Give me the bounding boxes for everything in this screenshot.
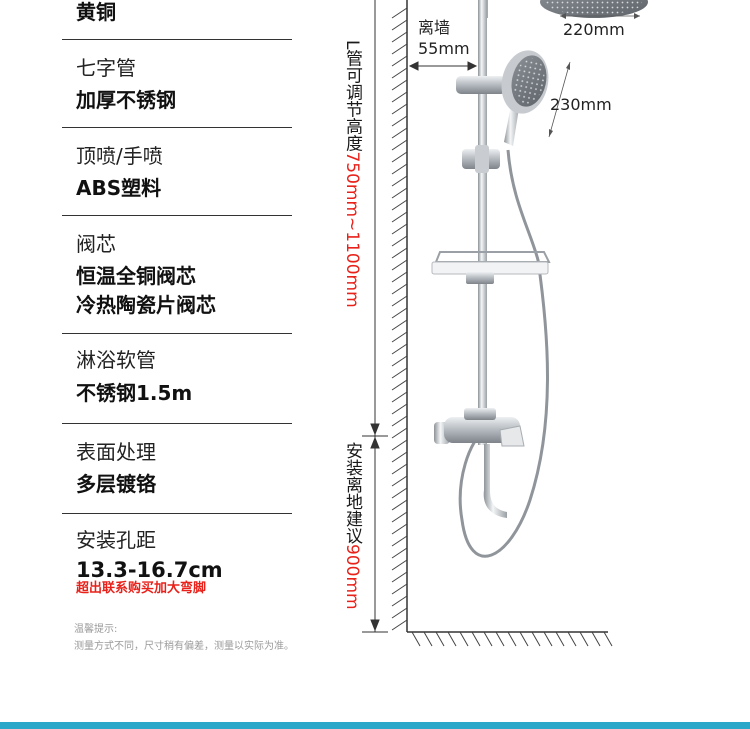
spec-seven-pipe: 七字管 加厚不锈钢	[62, 40, 292, 128]
l-pipe-height-range: 750mm~1100mm	[342, 151, 362, 308]
spec-label: 七字管	[76, 56, 136, 80]
l-pipe-height-text: L管可调节高度	[342, 40, 362, 152]
shower-hose	[458, 149, 549, 558]
tip-text: 测量方式不同，尺寸稍有偏差，测量以实际为准。	[74, 641, 294, 652]
riser-pipe	[478, 0, 487, 445]
spec-value: 冷热陶瓷片阀芯	[76, 293, 216, 317]
floor	[407, 631, 613, 647]
spec-value: 多层镀铬	[76, 472, 156, 496]
spec-label: 阀芯	[76, 232, 116, 256]
install-height-label: 安装离地建议900mm	[342, 442, 362, 610]
hand-shower-size: 230mm	[550, 95, 612, 114]
mixer-valve	[434, 408, 525, 518]
install-height-value: 900mm	[342, 544, 362, 610]
top-shower-head	[481, 0, 648, 19]
spec-value: 不锈钢1.5m	[76, 381, 193, 405]
spec-label: 淋浴软管	[76, 348, 156, 372]
spec-value: ABS塑料	[76, 176, 162, 200]
spec-label: 安装孔距	[76, 528, 156, 552]
spec-label: 顶喷/手喷	[76, 144, 163, 168]
spec-value: 恒温全铜阀芯	[76, 264, 196, 288]
spec-material: 黄铜	[62, 0, 292, 40]
hand-shower-holder	[456, 76, 506, 173]
spec-hose: 淋浴软管 不锈钢1.5m	[62, 334, 292, 424]
tip-title: 温馨提示:	[74, 624, 118, 635]
wall-gap-arrow	[408, 61, 478, 71]
install-height-text: 安装离地建议	[342, 442, 362, 544]
l-pipe-height-label: L管可调节高度750mm~1100mm	[342, 40, 362, 308]
spec-value: 黄铜	[76, 0, 116, 24]
wall-gap-value: 55mm	[418, 39, 470, 58]
bottom-accent-bar	[0, 722, 750, 729]
spec-note: 超出联系购买加大弯脚	[76, 581, 207, 596]
spec-value: 加厚不锈钢	[76, 88, 176, 112]
hand-shower	[501, 50, 571, 146]
spec-valve-core: 阀芯 恒温全铜阀芯 冷热陶瓷片阀芯	[62, 216, 292, 334]
spec-surface: 表面处理 多层镀铬	[62, 424, 292, 514]
spec-value: 13.3-16.7cm	[76, 558, 223, 582]
spec-hole-distance: 安装孔距 13.3-16.7cm 超出联系购买加大弯脚	[62, 514, 292, 604]
shower-shelf	[431, 251, 551, 284]
spec-label: 表面处理	[76, 440, 156, 464]
height-dimension-line	[362, 0, 388, 633]
spec-shower-heads: 顶喷/手喷 ABS塑料	[62, 128, 292, 216]
top-shower-size: 220mm	[563, 20, 625, 39]
wall	[391, 0, 408, 632]
wall-gap-label: 离墙	[418, 18, 451, 37]
